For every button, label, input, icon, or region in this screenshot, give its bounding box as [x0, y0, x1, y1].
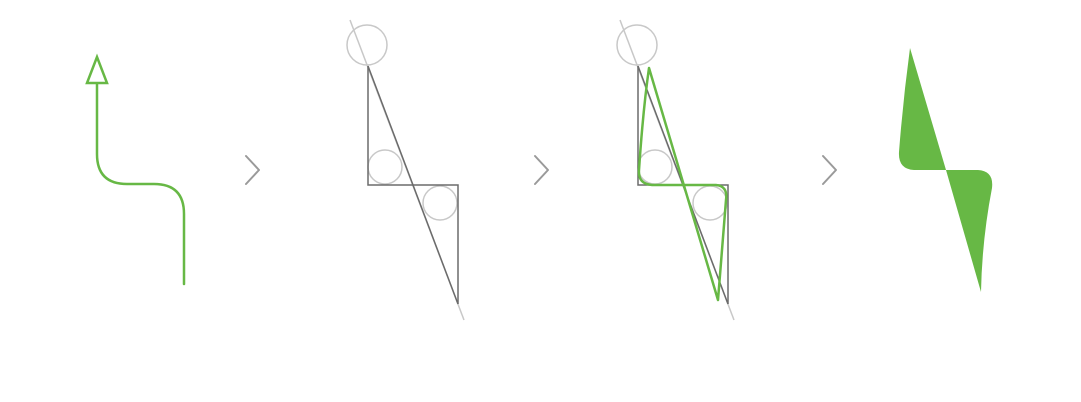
chevron-right-icon: [534, 155, 549, 185]
chevron-right-icon: [822, 155, 837, 185]
guide-diagonal-dark: [367, 65, 459, 305]
guide-circle-top: [616, 24, 658, 66]
lightning-bolt-icon: [898, 48, 993, 292]
step-3-construction-curve: [616, 19, 735, 321]
guide-circle-top: [346, 24, 388, 66]
step-2-construction: [346, 19, 465, 321]
guide-circle-middle: [637, 149, 673, 185]
green-bolt-outline: [637, 66, 728, 302]
guide-circle-middle: [367, 149, 403, 185]
step-4-final-bolt: [898, 48, 993, 292]
step-1-arrow-path: [85, 53, 186, 286]
guide-circle-lower: [422, 185, 458, 221]
guide-circle-lower: [692, 185, 728, 221]
bent-path-line: [95, 82, 186, 286]
chevron-right-icon: [245, 155, 260, 185]
arrowhead-icon: [85, 53, 109, 85]
